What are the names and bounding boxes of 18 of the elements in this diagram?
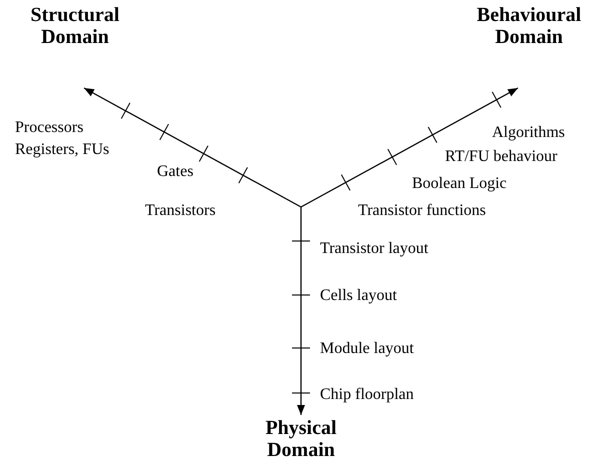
level-label: Gates: [157, 163, 194, 181]
axis-arrow: [84, 87, 302, 208]
domain-title: Physical Domain: [236, 417, 366, 461]
level-label: Module layout: [320, 340, 414, 358]
domain-title: Behavioural Domain: [460, 4, 598, 48]
level-label: Processors: [15, 119, 84, 137]
domain-title: Structural Domain: [8, 4, 142, 48]
level-label: Chip floorplan: [320, 386, 414, 404]
level-label: Registers, FUs: [15, 141, 110, 159]
level-label: Transistors: [145, 202, 216, 220]
level-label: RT/FU behaviour: [445, 148, 558, 166]
level-label: Algorithms: [492, 124, 565, 142]
level-label: Boolean Logic: [412, 175, 507, 193]
axis-arrow: [297, 207, 305, 415]
level-label: Transistor layout: [320, 240, 428, 258]
level-label: Cells layout: [320, 287, 397, 305]
axis-arrow: [300, 87, 518, 208]
level-label: Transistor functions: [358, 202, 486, 220]
